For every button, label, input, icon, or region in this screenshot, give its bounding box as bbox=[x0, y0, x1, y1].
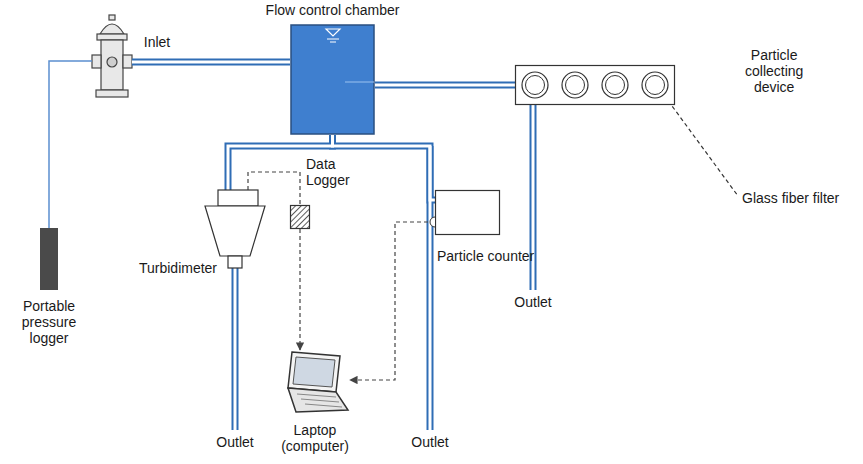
particle-collecting-device: Particle collecting device bbox=[515, 65, 675, 105]
leader-line bbox=[664, 95, 738, 196]
pipe-core bbox=[132, 61, 290, 64]
fire-hydrant bbox=[92, 15, 132, 97]
particle-counter: Particle counter bbox=[435, 190, 500, 235]
filter-label: Glass fiber filter bbox=[742, 190, 839, 206]
node-label: Turbidimeter bbox=[139, 260, 217, 276]
particle-collecting-device-shape bbox=[515, 65, 675, 105]
outlet-pipe bbox=[232, 268, 239, 430]
outlet-label: Outlet bbox=[216, 434, 253, 450]
data-logger-shape bbox=[290, 205, 310, 229]
pipe-connector bbox=[375, 82, 515, 89]
pipe-connector bbox=[333, 135, 436, 200]
pressure-logger-shape bbox=[40, 228, 58, 290]
logger-cable bbox=[49, 61, 92, 228]
particle-counter-shape bbox=[435, 190, 500, 235]
outlet-label: Outlet bbox=[411, 434, 448, 450]
pipe-core bbox=[234, 268, 237, 430]
signal-connector bbox=[299, 229, 300, 350]
inlet-label: Inlet bbox=[144, 34, 170, 50]
node-label: Portable pressure logger bbox=[22, 298, 76, 346]
pressure-logger: Portable pressure logger bbox=[40, 228, 58, 290]
flow-control-chamber-shape bbox=[290, 24, 375, 135]
node-label: Laptop (computer) bbox=[281, 422, 349, 454]
laptop-computer: Laptop (computer) bbox=[280, 350, 350, 418]
pipe-core bbox=[333, 135, 436, 200]
data-logger: Data Logger bbox=[290, 205, 310, 229]
flow-control-chamber: Flow control chamber bbox=[290, 24, 375, 135]
turbidimeter-shape bbox=[200, 190, 270, 270]
inlet-pipe bbox=[132, 59, 290, 66]
signal-connector bbox=[350, 222, 435, 380]
pipe-core bbox=[375, 84, 515, 87]
outlet-label: Outlet bbox=[514, 294, 551, 310]
node-label: Particle counter bbox=[437, 248, 534, 264]
node-label: Flow control chamber bbox=[266, 2, 400, 18]
laptop-computer-shape bbox=[280, 350, 350, 418]
node-label: Particle collecting device bbox=[745, 47, 803, 95]
node-label: Data Logger bbox=[306, 156, 350, 188]
turbidimeter: Turbidimeter bbox=[200, 190, 270, 270]
